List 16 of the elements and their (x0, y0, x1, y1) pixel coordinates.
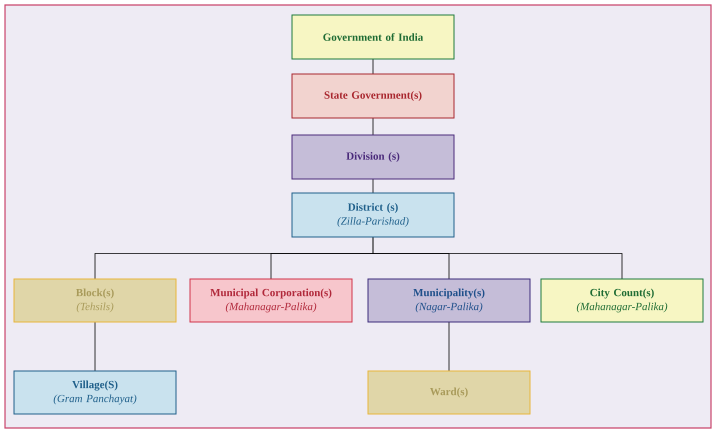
org-box: Municipality(s) (Nagar-Palika) (368, 278, 530, 322)
org-box: Block(s) (Tehsils) (14, 278, 176, 322)
connector (372, 59, 374, 74)
org-box: State Government(s) (292, 74, 454, 118)
connector (94, 322, 96, 371)
connector (372, 237, 622, 279)
org-box: Division (s) (292, 134, 454, 180)
org-box: District (s) (Zilla-Parishad) (292, 192, 454, 238)
org-box: Municipal Corporation(s) (Mahanagar-Palika) (190, 278, 352, 322)
connector (372, 118, 374, 135)
org-box: Ward(s) (368, 370, 530, 414)
org-box: Government of India (292, 14, 454, 60)
connector (448, 322, 450, 371)
org-box: Village(S) (Gram Panchayat) (14, 370, 176, 414)
org-box: City Count(s) (Mahanagar-Palika) (540, 278, 704, 322)
connector (372, 179, 374, 193)
